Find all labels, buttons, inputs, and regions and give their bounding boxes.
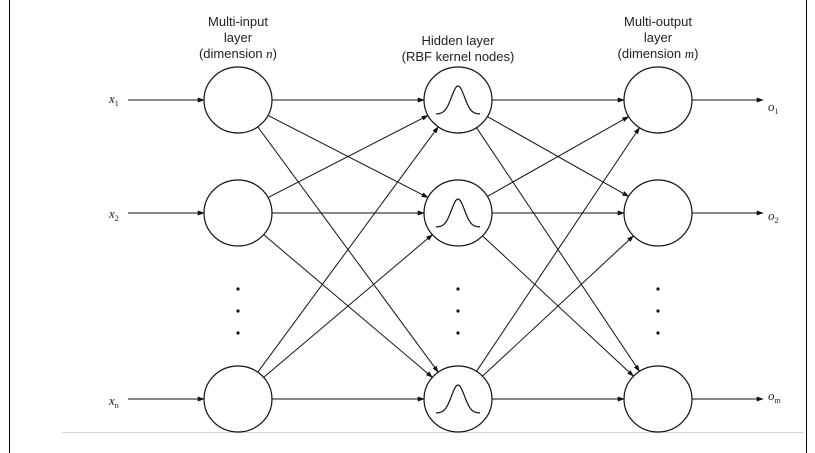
output-ellipsis-dot-2 [656,309,660,313]
edge-hidden2-output1 [487,116,630,197]
bottom-rule [62,432,804,433]
output-label-base: o [768,99,775,114]
input-ellipsis-dot-1 [236,287,240,291]
output-layer-heading: Multi-output layer (dimension m) [583,14,733,62]
gaussian-kernel-icon [435,198,481,228]
output-heading-line3: (dimension m) [583,46,733,62]
input-label-base: x [109,206,115,221]
layer-nodes [203,66,693,433]
output-label-base: o [768,208,775,223]
hidden-layer-heading: Hidden layer (RBF kernel nodes) [383,33,533,65]
output-heading-line2: layer [643,30,673,45]
input-label-x2: x2 [109,207,119,226]
hidden-ellipsis-dot-2 [456,309,460,313]
output-heading-suffix: ) [694,46,699,61]
input-heading-line2: layer [223,30,253,45]
input-ellipsis-dot-3 [236,331,240,335]
output-label-sub: 2 [774,216,779,225]
input-heading-line3: (dimension n) [163,46,313,62]
hidden-ellipsis-dot-1 [456,287,460,291]
edge-hidden3-output2 [482,235,634,377]
edge-input2-hidden1 [267,114,429,199]
output-ellipsis-dot-3 [656,331,660,335]
input-heading-suffix: ) [272,46,278,61]
input-heading-prefix: (dimension [198,46,267,61]
output-heading-prefix: (dimension [617,46,685,61]
edge-input3-hidden2 [263,234,433,378]
input-layer-heading: Multi-input layer (dimension n) [163,14,313,62]
output-label-om: om [768,389,781,408]
input-label-base: x [109,91,115,106]
output-ellipsis-dot-1 [656,287,660,291]
input-dimension-var: n [266,46,273,61]
edge-hidden3-output1 [476,127,640,372]
output-node-3 [623,365,693,433]
hidden-node-1 [423,66,493,134]
output-dimension-var: m [684,46,695,61]
input-label-xn: xn [109,394,119,413]
output-label-o1: o1 [768,100,779,119]
input-label-base: x [109,393,115,408]
output-label-o2: o2 [768,209,779,228]
input-label-sub: 2 [114,214,119,223]
input-ellipsis-dot-2 [236,309,240,313]
output-label-sub: m [774,396,781,405]
input-label-sub: n [114,401,119,410]
input-node-3 [203,365,273,433]
hidden-node-3 [423,365,493,433]
hidden-heading-line2: (RBF kernel nodes) [401,49,515,64]
output-node-2 [623,179,693,247]
input-node-2 [203,179,273,247]
hidden-heading-line1: Hidden layer [421,33,495,48]
input-node-1 [203,66,273,134]
gaussian-kernel-icon [435,384,481,414]
input-heading-line1: Multi-input [208,14,268,29]
gaussian-kernel-icon [435,85,481,115]
output-label-sub: 1 [774,107,779,116]
input-label-sub: 1 [114,99,119,108]
output-heading-line1: Multi-output [624,14,692,29]
ellipsis-dots [236,287,660,335]
edge-input3-hidden1 [257,126,439,373]
output-label-base: o [768,388,775,403]
hidden-ellipsis-dot-3 [456,331,460,335]
connection-edges [128,97,764,402]
hidden-node-2 [423,179,493,247]
input-label-x1: x1 [109,92,119,111]
output-node-1 [623,66,693,134]
